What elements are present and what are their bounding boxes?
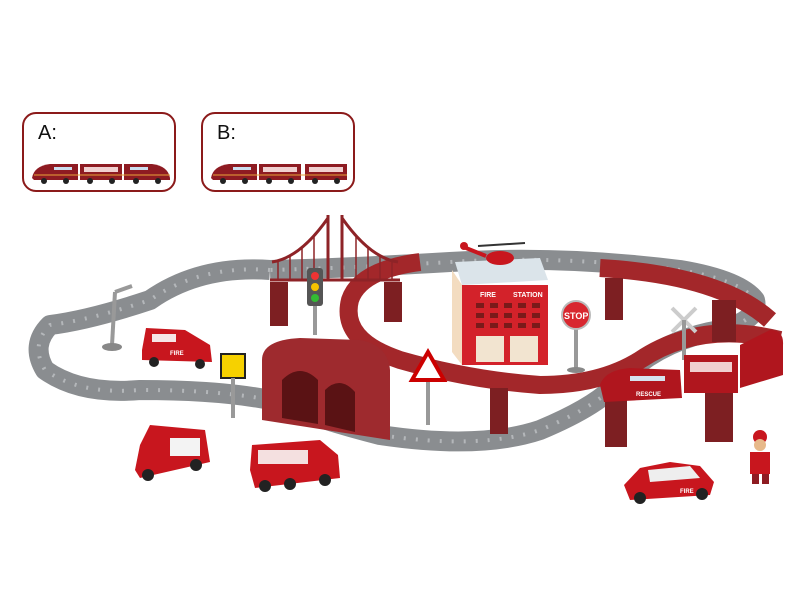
helicopter <box>460 242 526 265</box>
fire-car: FIRE <box>624 462 714 504</box>
option-b-box[interactable]: B: <box>201 112 355 192</box>
van-fire-text: FIRE <box>170 351 184 357</box>
tunnel-sign <box>220 353 246 418</box>
railway-crossing-sign <box>670 306 698 360</box>
suspension-bridge <box>270 215 400 282</box>
option-a-box[interactable]: A: <box>22 112 176 192</box>
traffic-light <box>307 268 323 335</box>
option-b-label: B: <box>217 122 236 144</box>
option-a-label: A: <box>38 122 57 144</box>
fire-station: FIRE STATION <box>452 258 548 365</box>
firefighter-figure <box>750 430 770 484</box>
option-a-train <box>32 164 170 184</box>
train: RESCUE <box>600 330 784 402</box>
option-b-train <box>211 164 347 184</box>
tunnel <box>262 338 390 440</box>
car-fire-text: FIRE <box>680 489 694 495</box>
stop-sign-text: STOP <box>564 311 588 321</box>
train-crossing-warning-sign <box>408 347 448 425</box>
train-rescue-text: RESCUE <box>636 392 661 398</box>
fire-truck <box>250 440 340 492</box>
street-lamp <box>102 284 133 351</box>
track-pillars <box>270 278 736 447</box>
station-sign-fire: FIRE <box>480 292 496 299</box>
stop-sign: STOP <box>561 300 591 373</box>
red-elevated-track <box>339 253 783 395</box>
fire-ambulance <box>135 425 210 481</box>
fire-van: FIRE <box>142 328 212 369</box>
station-sign-station: STATION <box>513 292 543 299</box>
